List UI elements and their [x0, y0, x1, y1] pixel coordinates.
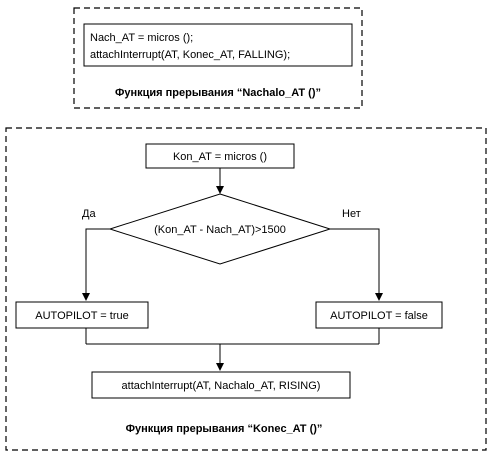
konec-function-frame [5, 127, 487, 451]
condition-diamond [108, 193, 332, 265]
yes-label: Да [82, 208, 96, 220]
kon-at-assign-text: Kon_AT = micros () [173, 151, 267, 163]
autopilot-false-text: AUTOPILOT = false [330, 310, 428, 322]
autopilot-true-text: AUTOPILOT = true [35, 310, 128, 322]
autopilot-true-box [15, 301, 149, 329]
attach-interrupt-rising-box [91, 371, 351, 399]
nachalo-function-caption: Функция прерывания “Nachalo_AT ()” [115, 87, 321, 99]
nachalo-code-line-1: Nach_AT = micros (); [90, 32, 193, 44]
kon-at-assign-box [145, 143, 295, 169]
nachalo-code-line-2: attachInterrupt(AT, Konec_AT, FALLING); [90, 49, 290, 61]
nachalo-code-box [83, 23, 353, 67]
yes-branch-line [82, 228, 110, 301]
attach-interrupt-rising-text: attachInterrupt(AT, Nachalo_AT, RISING) [122, 380, 321, 392]
no-branch-line [330, 228, 383, 301]
no-label: Нет [342, 208, 361, 220]
konec-function-caption: Функция прерывания “Konec_AT ()” [126, 423, 323, 435]
condition-text: (Kon_AT - Nach_AT)>1500 [154, 224, 286, 236]
nachalo-function-frame [73, 7, 363, 109]
